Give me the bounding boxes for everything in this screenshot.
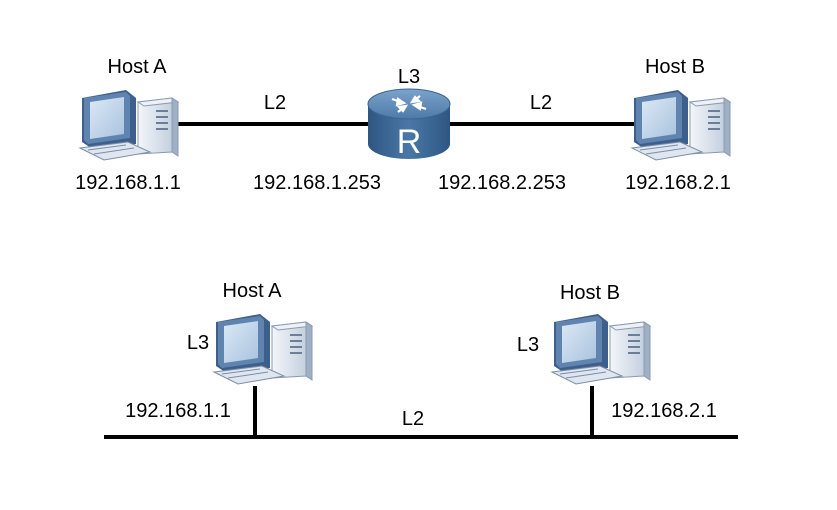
- router-layer-label: L3: [397, 66, 421, 88]
- top-host-a-pc-icon: [79, 89, 179, 161]
- top-link-left-label: L2: [263, 92, 287, 114]
- bottom-host-b-pc-icon: [551, 313, 651, 385]
- router-glyph: R: [396, 123, 422, 161]
- bottom-host-b-name: Host B: [559, 282, 621, 304]
- top-host-a-ip: 192.168.1.1: [75, 172, 181, 194]
- top-link-right-label: L2: [529, 92, 553, 114]
- bottom-bus-label: L2: [401, 408, 425, 430]
- bottom-host-b-ip: 192.168.2.1: [611, 400, 717, 422]
- top-host-b-ip: 192.168.2.1: [625, 172, 731, 194]
- top-host-b-pc-icon: [631, 89, 731, 161]
- top-host-a-name: Host A: [107, 56, 167, 78]
- router-icon: [367, 88, 451, 159]
- router-ip-left: 192.168.1.253: [253, 172, 381, 194]
- bottom-host-a-name: Host A: [222, 280, 282, 302]
- bottom-host-a-layer: L3: [186, 332, 210, 354]
- bottom-host-a-pc-icon: [213, 313, 313, 385]
- bottom-host-b-layer: L3: [516, 334, 540, 356]
- bottom-host-a-ip: 192.168.1.1: [125, 400, 231, 422]
- router-ip-right: 192.168.2.253: [438, 172, 566, 194]
- top-host-b-name: Host B: [644, 56, 706, 78]
